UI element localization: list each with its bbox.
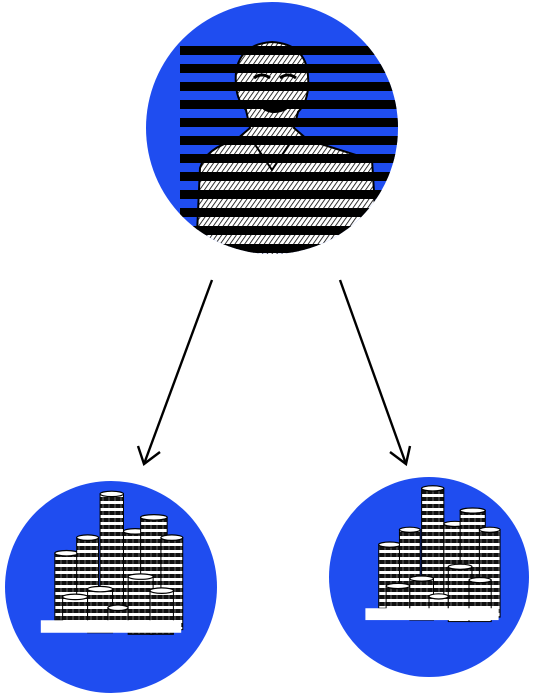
arrow-right	[340, 280, 406, 464]
coin-top	[422, 486, 444, 491]
coin-top	[469, 578, 491, 583]
coin-top	[386, 583, 410, 588]
coin-top	[448, 564, 472, 569]
coin-base	[365, 608, 498, 620]
coin-top	[108, 605, 128, 610]
coin-top	[55, 550, 78, 555]
coin-top	[379, 542, 401, 547]
person-node	[146, 2, 400, 256]
portrait-stripe	[180, 208, 400, 217]
portrait-stripe	[180, 226, 400, 235]
coin-top	[410, 576, 434, 581]
coin-top	[399, 527, 420, 532]
coin-base	[41, 620, 181, 632]
portrait-stripe	[180, 64, 400, 73]
coins-left-node	[5, 481, 217, 693]
arrows-group	[138, 280, 410, 464]
coin-top	[460, 508, 485, 513]
coin-top	[141, 515, 168, 520]
coin-top	[479, 527, 500, 532]
coin-top	[161, 535, 183, 540]
portrait-stripe	[180, 190, 400, 199]
coin-top	[429, 594, 448, 599]
coin-top	[128, 574, 153, 579]
coin-top	[63, 594, 88, 599]
portrait-stripe	[180, 136, 400, 145]
coin-top	[77, 535, 99, 540]
portrait-stripe	[180, 172, 400, 181]
portrait-stripe	[180, 100, 400, 109]
portrait-stripe	[180, 82, 400, 91]
coins-right-node	[329, 477, 529, 677]
coin-top	[88, 586, 113, 591]
portrait-stripe	[180, 46, 400, 55]
coin-top	[150, 588, 173, 593]
portrait-stripe	[180, 244, 400, 253]
arrow-left	[144, 280, 212, 464]
portrait-stripe	[180, 154, 400, 163]
coin-top	[100, 491, 123, 496]
portrait-stripe	[180, 118, 400, 127]
